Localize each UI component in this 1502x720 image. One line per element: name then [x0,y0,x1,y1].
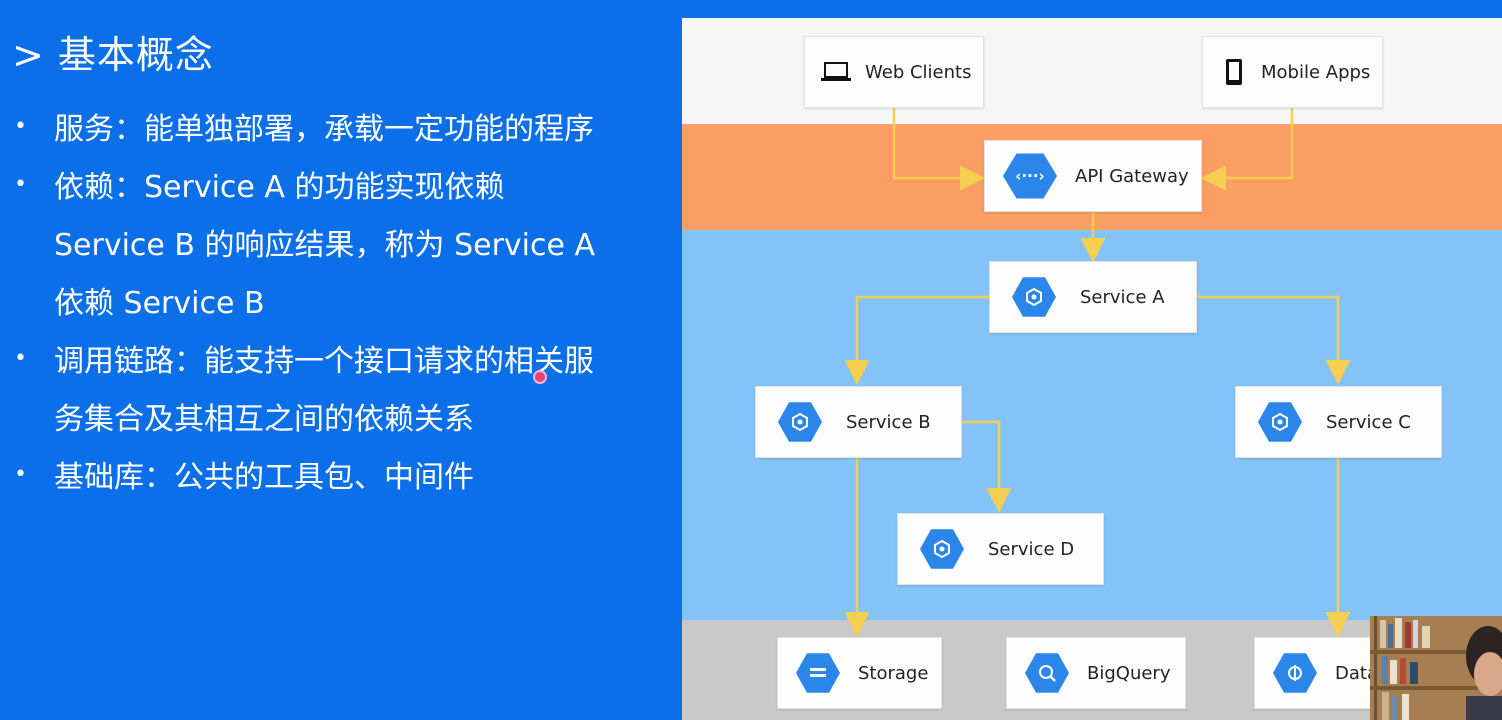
service-hexagon-icon [920,529,964,569]
bullet-dot: • [14,172,27,197]
mobile-apps-label: Mobile Apps [1261,61,1371,83]
slide-heading: > 基本概念 [12,33,214,77]
api-gateway-node[interactable]: ‹···› API Gateway [984,140,1202,212]
bullet-dot: • [14,346,27,371]
bullet-call-chain-line-1: 调用链路：能支持一个接口请求的相关服 [54,344,594,379]
bigquery-label: BigQuery [1087,662,1171,684]
bullet-dependency-line-1: 依赖：Service A 的功能实现依赖 [54,170,505,205]
connector-a-to-b [844,295,989,385]
api-hexagon-icon: ‹···› [1003,153,1057,199]
connector-lines [844,108,1351,637]
service-hexagon-icon [1012,277,1056,317]
data-label: Data [1335,662,1378,684]
service-b-node[interactable]: Service B [755,386,962,458]
web-clients-node[interactable]: Web Clients [804,36,984,108]
laser-pointer-dot [533,370,547,384]
webcam-video-frame [1370,616,1502,720]
storage-hexagon-icon [796,653,840,693]
bullet-dot: • [14,114,27,139]
connector-b-to-d [962,420,1012,513]
connector-web-to-gateway [892,108,985,191]
bullet-dot: • [14,462,27,487]
service-a-label: Service A [1080,286,1165,308]
service-d-label: Service D [988,538,1075,560]
smartphone-icon [1226,59,1242,85]
api-gateway-label: API Gateway [1075,165,1189,187]
bullet-dependency-line-2: Service B 的响应结果，称为 Service A [54,228,595,263]
datastore-hexagon-icon [1273,653,1317,693]
storage-label: Storage [858,662,929,684]
architecture-diagram: Web Clients Mobile Apps ‹···› API Gatewa… [682,18,1502,720]
connector-a-to-c [1197,295,1351,385]
bullet-service: 服务：能单独部署，承载一定功能的程序 [54,112,594,147]
service-hexagon-icon [778,402,822,442]
connector-mobile-to-gateway [1201,108,1294,191]
service-hexagon-icon [1258,402,1302,442]
bullet-dependency-line-3: 依赖 Service B [54,286,265,321]
service-c-node[interactable]: Service C [1235,386,1442,458]
bigquery-hexagon-icon [1025,653,1069,693]
webcam-overlay [1370,616,1502,720]
bigquery-node[interactable]: BigQuery [1006,637,1186,709]
web-clients-label: Web Clients [865,61,972,83]
service-b-label: Service B [846,411,931,433]
mobile-apps-node[interactable]: Mobile Apps [1202,36,1383,108]
service-c-label: Service C [1326,411,1411,433]
service-d-node[interactable]: Service D [897,513,1104,585]
bullet-base-library: 基础库：公共的工具包、中间件 [54,460,474,495]
storage-node[interactable]: Storage [777,637,942,709]
slide-text-panel: > 基本概念 • 服务：能单独部署，承载一定功能的程序 • 依赖：Service… [0,0,680,720]
bullet-call-chain-line-2: 务集合及其相互之间的依赖关系 [54,402,474,437]
laptop-icon [821,62,851,81]
service-a-node[interactable]: Service A [989,261,1197,333]
